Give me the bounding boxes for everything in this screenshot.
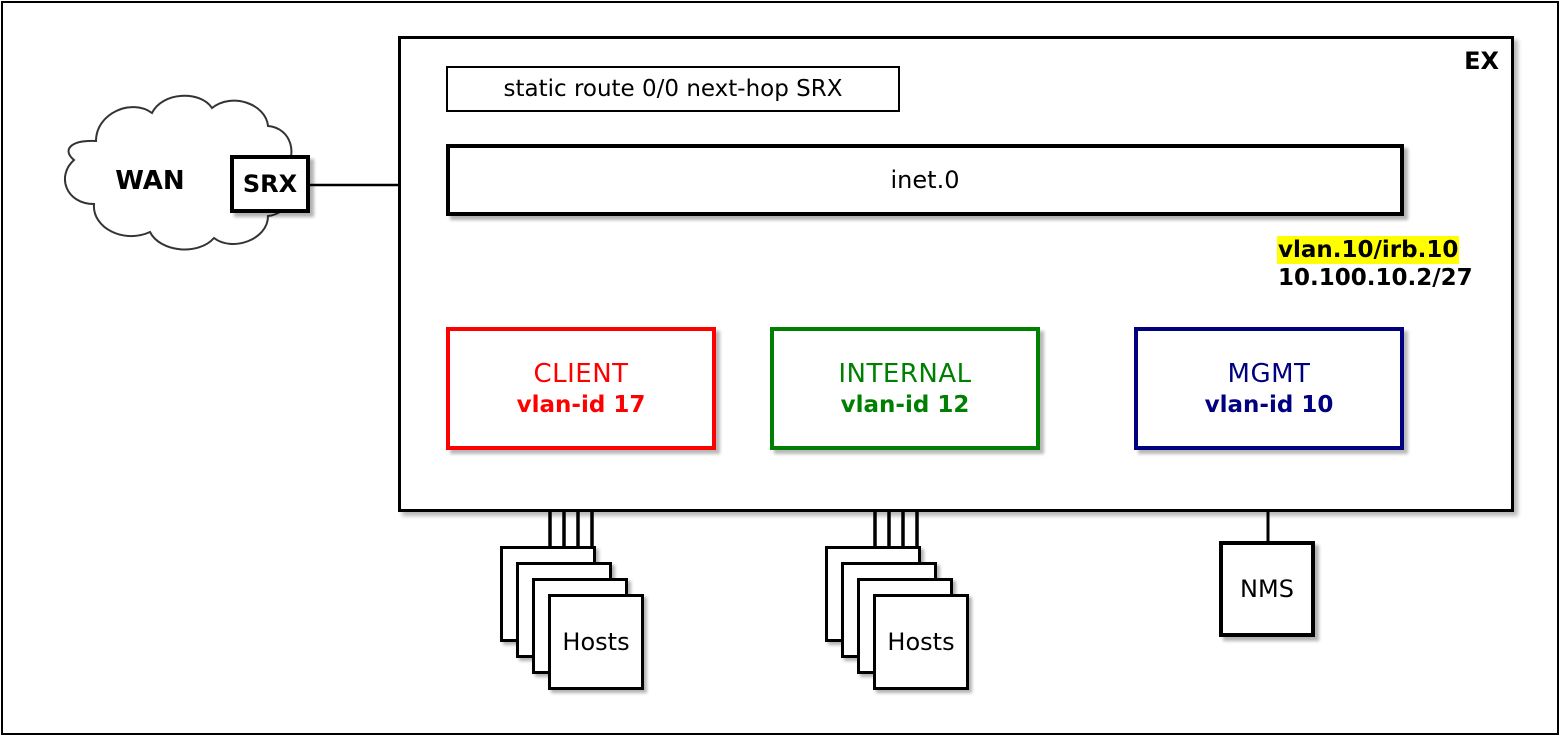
inet0-routing-table[interactable]: inet.0: [446, 144, 1404, 216]
vlan-client-name: CLIENT: [533, 359, 629, 389]
ex-label: EX: [1464, 47, 1499, 75]
nms-label: NMS: [1240, 575, 1294, 603]
irb-annotation: vlan.10/irb.10 10.100.10.2/27: [1277, 236, 1474, 292]
nms-node[interactable]: NMS: [1219, 541, 1315, 637]
host-card-front: Hosts: [548, 594, 644, 690]
vlan-client-id: vlan-id 17: [516, 392, 646, 418]
vlan-mgmt-id: vlan-id 10: [1204, 392, 1334, 418]
host-card-front: Hosts: [873, 594, 969, 690]
host-stack-client[interactable]: Hosts: [500, 546, 660, 711]
irb-address-label: 10.100.10.2/27: [1278, 265, 1473, 292]
vlan-internal-id: vlan-id 12: [840, 392, 970, 418]
static-route-label: static route 0/0 next-hop SRX: [503, 76, 843, 102]
vlan-box-internal[interactable]: INTERNAL vlan-id 12: [770, 327, 1040, 450]
wan-label: WAN: [115, 166, 185, 196]
srx-label: SRX: [242, 170, 298, 198]
static-route-box[interactable]: static route 0/0 next-hop SRX: [446, 66, 900, 112]
vlan-mgmt-name: MGMT: [1227, 359, 1311, 389]
vlan-box-mgmt[interactable]: MGMT vlan-id 10: [1134, 327, 1404, 450]
vlan-box-client[interactable]: CLIENT vlan-id 17: [446, 327, 716, 450]
vlan-internal-name: INTERNAL: [838, 359, 972, 389]
host-stack-internal[interactable]: Hosts: [825, 546, 985, 711]
srx-node[interactable]: SRX: [230, 155, 310, 213]
inet0-label: inet.0: [890, 166, 960, 194]
irb-interface-label: vlan.10/irb.10: [1277, 236, 1460, 265]
